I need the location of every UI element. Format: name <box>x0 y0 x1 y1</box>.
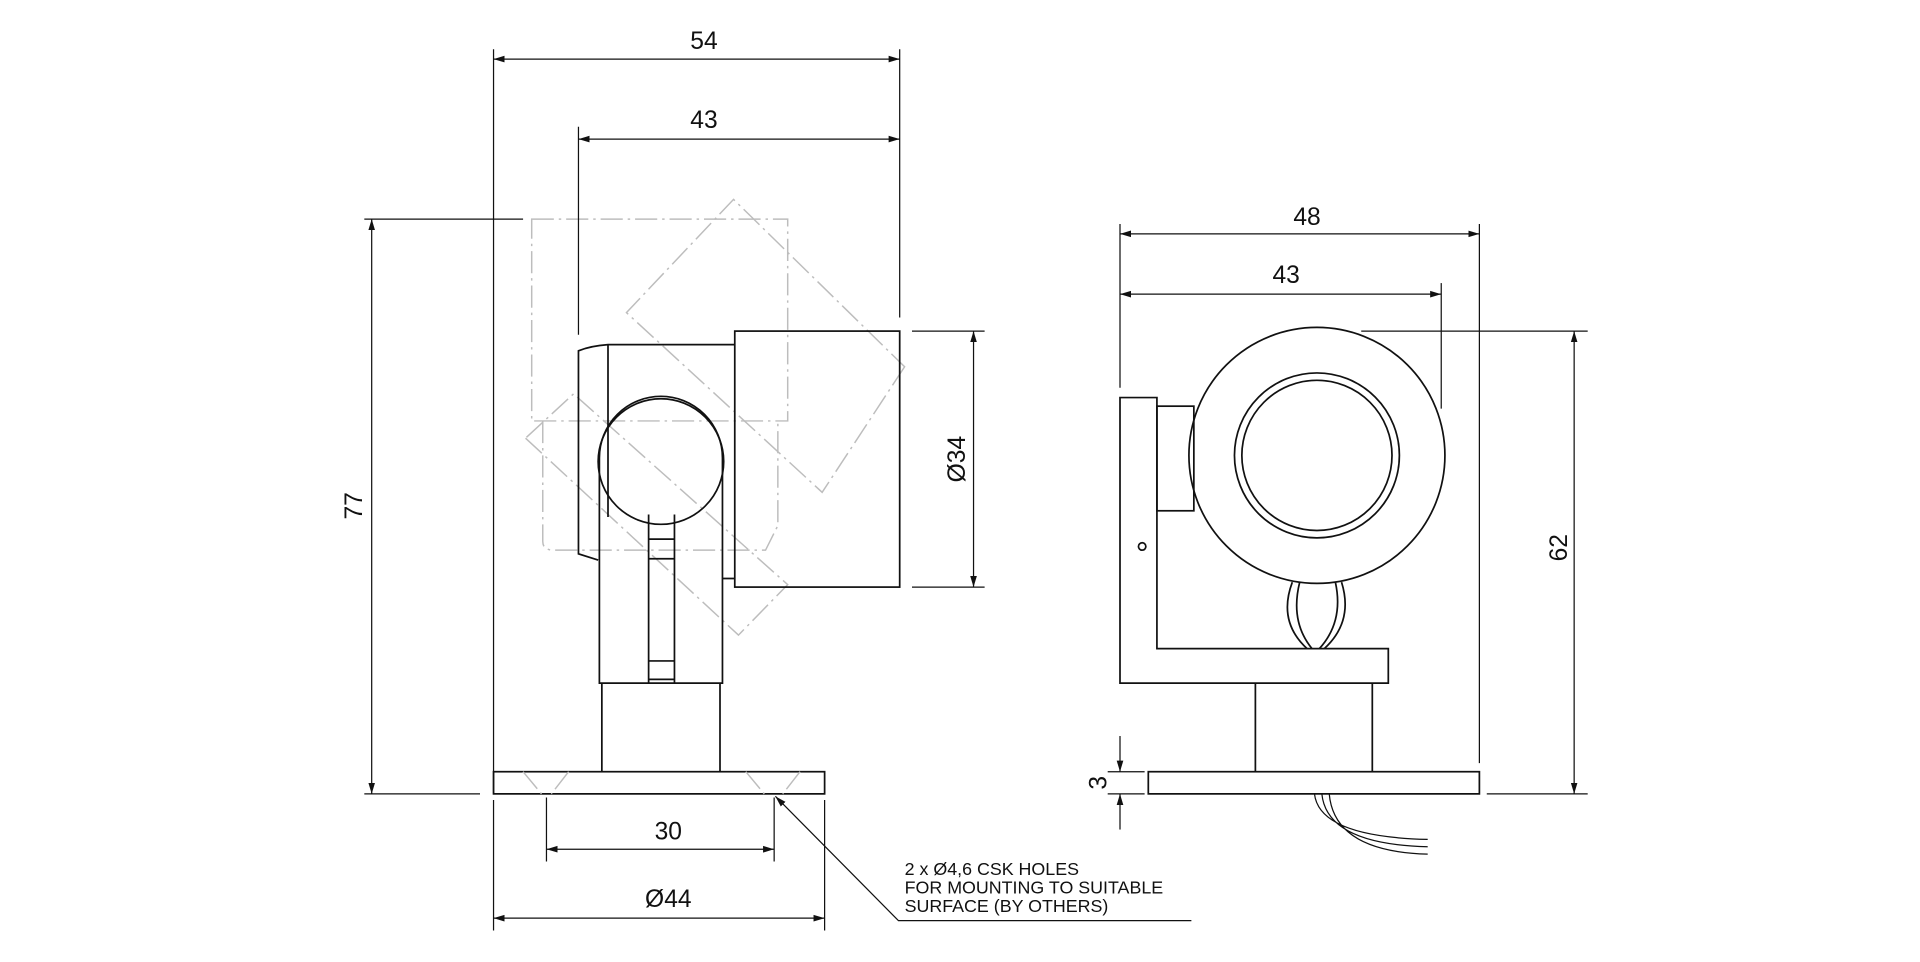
side-view: 48 43 62 3 <box>1085 204 1588 855</box>
dim-54: 54 <box>690 28 717 55</box>
base-plate <box>492 770 826 795</box>
lamp-ring <box>1188 326 1446 585</box>
dim-48: 48 <box>1293 204 1320 231</box>
dim-77: 77 <box>341 492 368 519</box>
dim-diameter-44: Ø44 <box>645 886 692 913</box>
front-view: 54 43 77 Ø34 30 Ø44 2 x Ø4,6 CSK HOLES F… <box>341 28 1192 931</box>
dim-30: 30 <box>655 818 682 845</box>
dim-43-side: 43 <box>1272 262 1299 289</box>
note-line-3: SURFACE (BY OTHERS) <box>905 896 1109 916</box>
pivot-knob <box>597 397 725 526</box>
ghost-tilt-outlines <box>524 198 906 637</box>
post <box>600 683 721 772</box>
bracket <box>1119 396 1390 684</box>
dim-3: 3 <box>1085 776 1112 790</box>
note-line-2: FOR MOUNTING TO SUITABLE <box>905 878 1164 898</box>
side-post <box>1254 683 1374 772</box>
leader-line <box>774 795 1192 922</box>
side-base-plate <box>1147 770 1481 795</box>
note-line-1: 2 x Ø4,6 CSK HOLES <box>905 859 1079 879</box>
dim-43-front: 43 <box>690 107 717 134</box>
dim-62: 62 <box>1546 534 1573 561</box>
lamp-head <box>733 330 901 588</box>
dim-diameter-34: Ø34 <box>944 436 971 483</box>
